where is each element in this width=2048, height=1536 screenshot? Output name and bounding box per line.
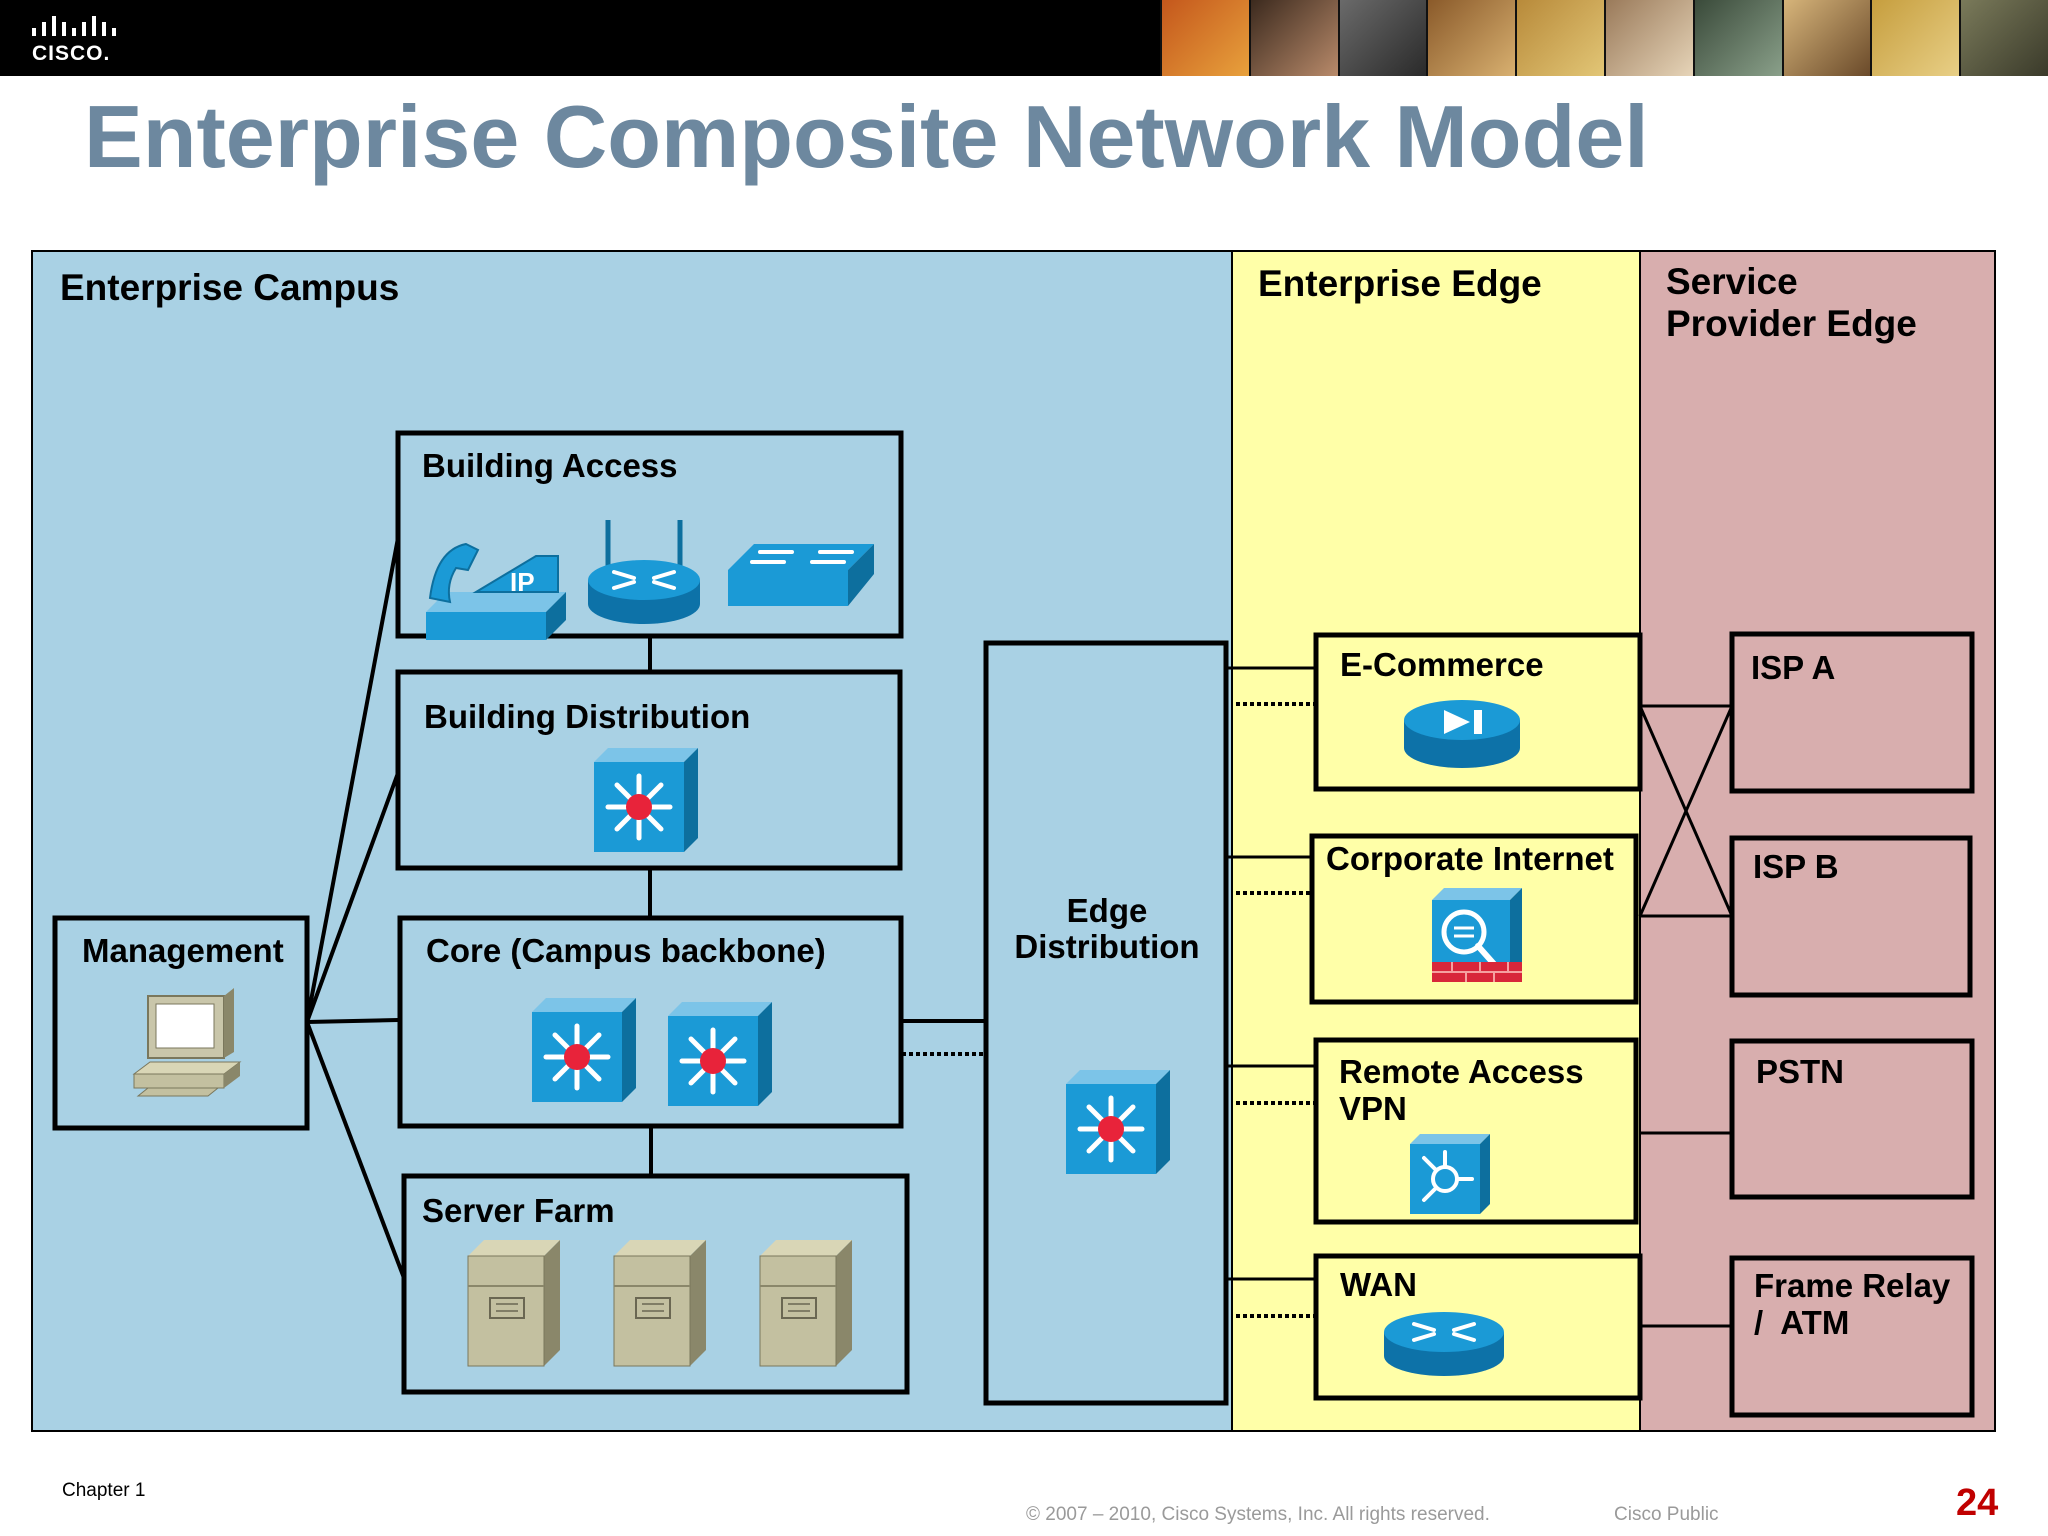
remote-access-vpn-module: Remote Access VPN <box>1313 1037 1639 1225</box>
multilayer-switch-icon <box>668 1002 772 1106</box>
vpn-concentrator-icon <box>1410 1134 1490 1214</box>
isp-a-module: ISP A <box>1729 631 1975 794</box>
management-module: Management <box>52 915 310 1131</box>
pstn-label: PSTN <box>1756 1053 1844 1090</box>
multilayer-switch-icon <box>594 748 698 852</box>
copyright-notice: © 2007 – 2010, Cisco Systems, Inc. All r… <box>1026 1504 1490 1525</box>
frame-relay-label-line1: Frame Relay <box>1754 1267 1951 1304</box>
service-provider-edge-label-line2: Provider Edge <box>1666 303 1917 344</box>
file-server-icon <box>759 1239 853 1367</box>
firewall-appliance-icon <box>1432 888 1522 982</box>
header-photo <box>1426 0 1516 76</box>
edge-distribution-label-line1: Edge <box>1067 892 1148 929</box>
edge-distribution-module: Edge Distribution <box>983 640 1229 1406</box>
header-photo <box>1160 0 1249 76</box>
edge-distribution-label-line2: Distribution <box>1014 928 1199 965</box>
workstation-icon <box>132 988 242 1097</box>
isp-b-module: ISP B <box>1729 835 1973 998</box>
pstn-module: PSTN <box>1729 1038 1975 1200</box>
campus-links <box>305 537 986 1279</box>
multilayer-switch-icon <box>532 998 636 1102</box>
server-farm-module: Server Farm <box>401 1173 910 1395</box>
ecommerce-module: E-Commerce <box>1313 632 1643 792</box>
enterprise-campus-label: Enterprise Campus <box>60 267 399 308</box>
ip-phone-icon: IP <box>426 542 566 640</box>
remote-access-label-line1: Remote Access <box>1339 1053 1584 1090</box>
file-server-icon <box>613 1239 707 1367</box>
wireless-router-icon <box>588 520 700 624</box>
cisco-logo-bars-icon <box>32 16 116 36</box>
classification-label: Cisco Public <box>1614 1504 1719 1525</box>
multilayer-switch-icon <box>1066 1070 1170 1174</box>
header-photo <box>1959 0 2048 76</box>
ip-badge: IP <box>510 567 535 597</box>
management-label: Management <box>82 932 284 969</box>
file-server-icon <box>467 1239 561 1367</box>
header-photo <box>1515 0 1604 76</box>
header-photo <box>1781 0 1871 76</box>
corporate-internet-label: Corporate Internet <box>1326 840 1614 877</box>
corporate-internet-module: Corporate Internet <box>1309 833 1639 1005</box>
router-icon <box>1382 1310 1506 1378</box>
building-distribution-module: Building Distribution <box>395 669 903 871</box>
cisco-logo: CISCO. <box>30 14 120 65</box>
header-photo-strip <box>1160 0 2048 76</box>
isp-b-label: ISP B <box>1753 848 1839 885</box>
remote-access-label-line2: VPN <box>1339 1090 1407 1127</box>
ecommerce-label: E-Commerce <box>1340 646 1544 683</box>
content-switch-icon <box>1404 700 1520 768</box>
page-title: Enterprise Composite Network Model <box>84 87 1649 186</box>
provider-links <box>1638 704 1734 1328</box>
cisco-logo-text: CISCO. <box>32 42 111 65</box>
enterprise-edge-label: Enterprise Edge <box>1258 263 1542 304</box>
edge-links <box>1226 666 1316 1281</box>
header-photo <box>1337 0 1427 76</box>
header-photo <box>1248 0 1338 76</box>
building-distribution-label: Building Distribution <box>424 698 750 735</box>
building-access-module: Building Access IP <box>395 430 904 640</box>
wan-module: WAN <box>1313 1253 1643 1401</box>
isp-a-label: ISP A <box>1751 649 1835 686</box>
edge-dotted-links <box>1236 702 1316 1318</box>
frame-relay-atm-module: Frame Relay / ATM <box>1729 1255 1975 1418</box>
service-provider-edge-label-line1: Service <box>1666 261 1798 302</box>
workgroup-switch-icon <box>728 544 874 606</box>
page-number: 24 <box>1956 1482 1999 1524</box>
header-photo <box>1603 0 1693 76</box>
header-photo <box>1692 0 1782 76</box>
header-photo <box>1870 0 1960 76</box>
server-farm-label: Server Farm <box>422 1192 615 1229</box>
core-module: Core (Campus backbone) <box>397 915 904 1129</box>
header-bar: CISCO. <box>0 0 2048 76</box>
frame-relay-label-line2: / ATM <box>1754 1304 1849 1341</box>
building-access-label: Building Access <box>422 447 678 484</box>
chapter-label: Chapter 1 <box>62 1480 146 1501</box>
core-label: Core (Campus backbone) <box>426 932 826 969</box>
wan-label: WAN <box>1340 1266 1417 1303</box>
